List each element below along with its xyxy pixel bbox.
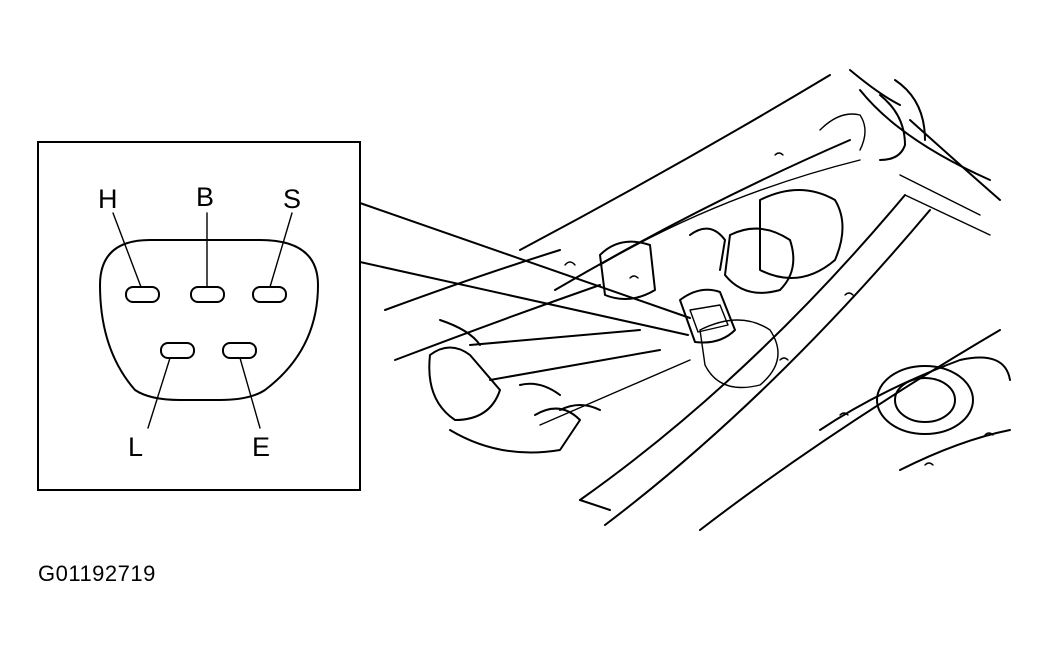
- pin-leader-e: [239, 357, 261, 429]
- pin-label-l: L: [128, 432, 143, 462]
- connector-housing-outline: [99, 239, 319, 401]
- pin-label-e: E: [252, 432, 270, 462]
- pin-leader-l: [147, 357, 171, 429]
- pin-slot-e: [222, 342, 257, 359]
- engine-compartment-drawing: [384, 69, 1011, 531]
- pin-leader-h: [112, 212, 142, 288]
- leader-line-upper: [359, 202, 691, 319]
- pin-label-b: B: [196, 182, 214, 212]
- figure-id: G01192719: [38, 561, 156, 586]
- pin-slot-b: [190, 286, 225, 303]
- pin-label-s: S: [283, 184, 301, 214]
- leader-line-lower: [359, 261, 689, 336]
- pin-label-h: H: [98, 184, 118, 214]
- pin-slot-s: [252, 286, 287, 303]
- pin-slot-l: [160, 342, 195, 359]
- pin-slot-h: [125, 286, 160, 303]
- pin-leader-s: [269, 212, 293, 288]
- connector-callout: H B S L E: [37, 141, 691, 491]
- callout-frame: [37, 141, 361, 491]
